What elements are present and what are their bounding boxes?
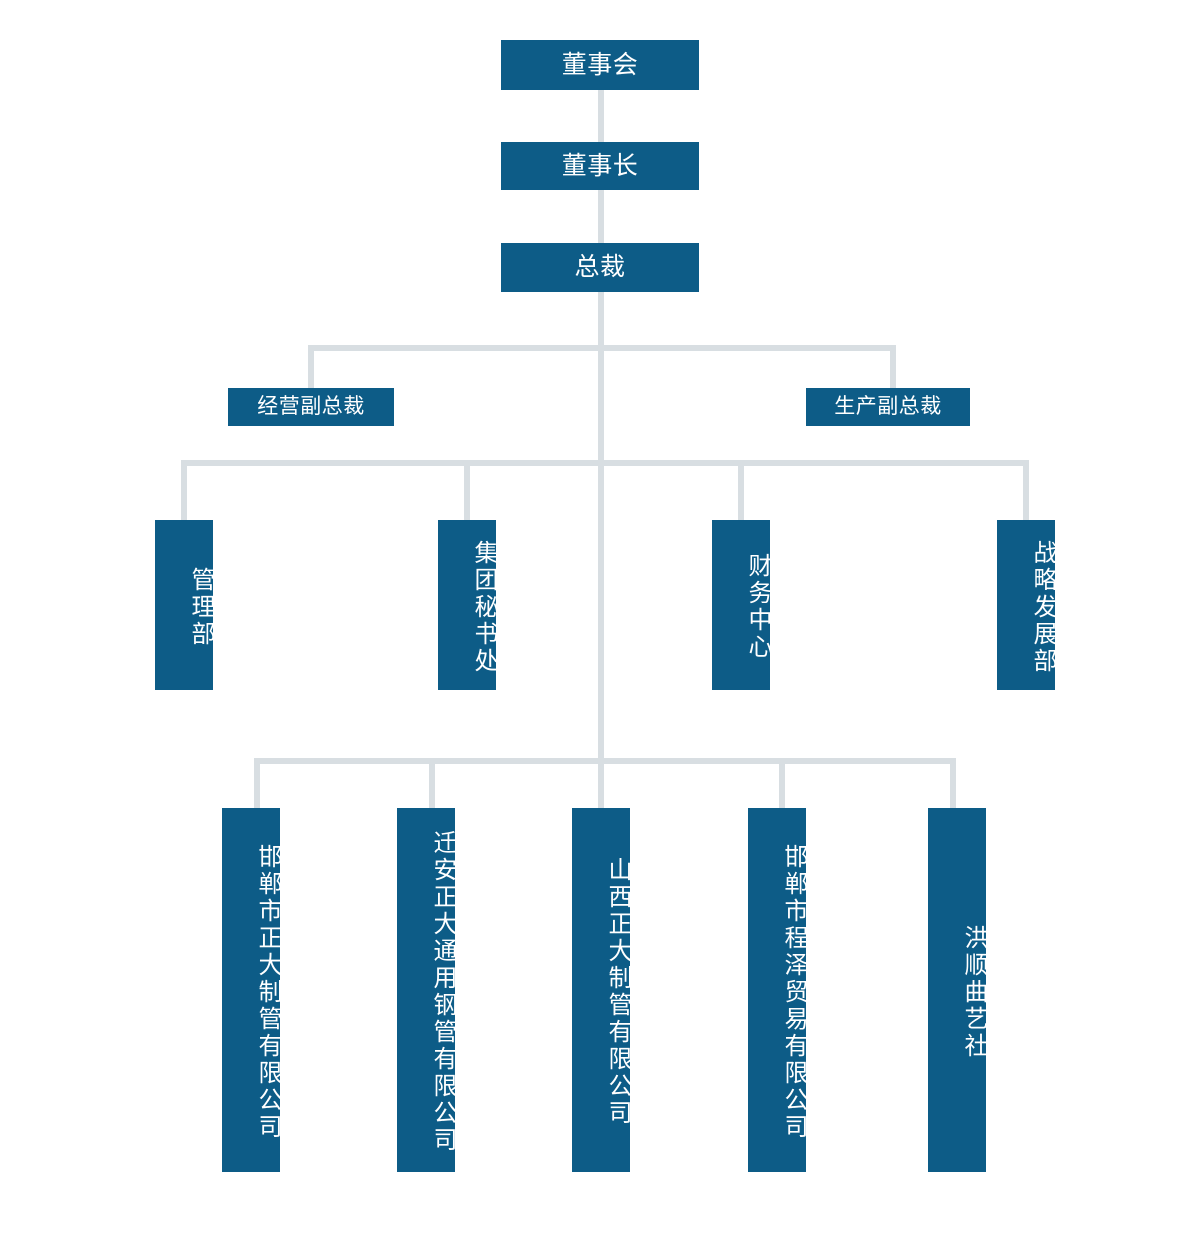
node-dept-strategy[interactable]: 战略发展部 — [997, 520, 1056, 690]
node-vp-operations[interactable]: 经营副总裁 — [228, 388, 394, 426]
connector-sub-5-drop — [950, 758, 956, 808]
node-board[interactable]: 董事会 — [501, 40, 699, 90]
node-dept-secretariat-label: 集团秘书处 — [470, 539, 497, 675]
connector-sub-3-drop — [598, 758, 604, 808]
connector-vp-bus — [308, 345, 896, 351]
node-sub-handan-chengze[interactable]: 邯郸市程泽贸易有限公司 — [748, 808, 807, 1172]
node-sub-qianan-zhengda-label: 迁安正大通用钢管有限公司 — [429, 830, 456, 1154]
node-sub-hongshun-label: 洪顺曲艺社 — [960, 924, 987, 1060]
node-sub-handan-zhengda[interactable]: 邯郸市正大制管有限公司 — [222, 808, 281, 1172]
node-vp-production[interactable]: 生产副总裁 — [806, 388, 970, 426]
node-chairman[interactable]: 董事长 — [501, 142, 699, 190]
connector-dept-management-drop — [181, 460, 187, 520]
node-sub-handan-zhengda-label: 邯郸市正大制管有限公司 — [254, 843, 281, 1141]
node-dept-strategy-label: 战略发展部 — [1029, 539, 1056, 675]
node-president[interactable]: 总裁 — [501, 243, 699, 292]
node-dept-secretariat[interactable]: 集团秘书处 — [438, 520, 497, 690]
connector-subsidiary-bus — [254, 758, 956, 764]
node-dept-management-label: 管理部 — [187, 566, 214, 648]
connector-dept-secretariat-drop — [464, 460, 470, 520]
connector-dept-finance-drop — [738, 460, 744, 520]
node-dept-finance[interactable]: 财务中心 — [712, 520, 771, 690]
connector-sub-4-drop — [779, 758, 785, 808]
node-sub-shanxi-zhengda[interactable]: 山西正大制管有限公司 — [572, 808, 631, 1172]
connector-dept-strategy-drop — [1023, 460, 1029, 520]
connector-chairman-to-president — [598, 190, 604, 243]
node-sub-handan-chengze-label: 邯郸市程泽贸易有限公司 — [780, 843, 807, 1141]
node-sub-qianan-zhengda[interactable]: 迁安正大通用钢管有限公司 — [397, 808, 456, 1172]
connector-main-spine — [598, 292, 604, 764]
node-sub-shanxi-zhengda-label: 山西正大制管有限公司 — [604, 857, 631, 1127]
connector-sub-2-drop — [429, 758, 435, 808]
node-dept-finance-label: 财务中心 — [744, 553, 771, 661]
connector-department-bus — [181, 460, 1029, 466]
connector-board-to-chairman — [598, 90, 604, 142]
connector-vp-operations-drop — [308, 345, 314, 388]
connector-sub-1-drop — [254, 758, 260, 808]
connector-vp-production-drop — [890, 345, 896, 388]
node-sub-hongshun[interactable]: 洪顺曲艺社 — [928, 808, 987, 1172]
node-dept-management[interactable]: 管理部 — [155, 520, 214, 690]
